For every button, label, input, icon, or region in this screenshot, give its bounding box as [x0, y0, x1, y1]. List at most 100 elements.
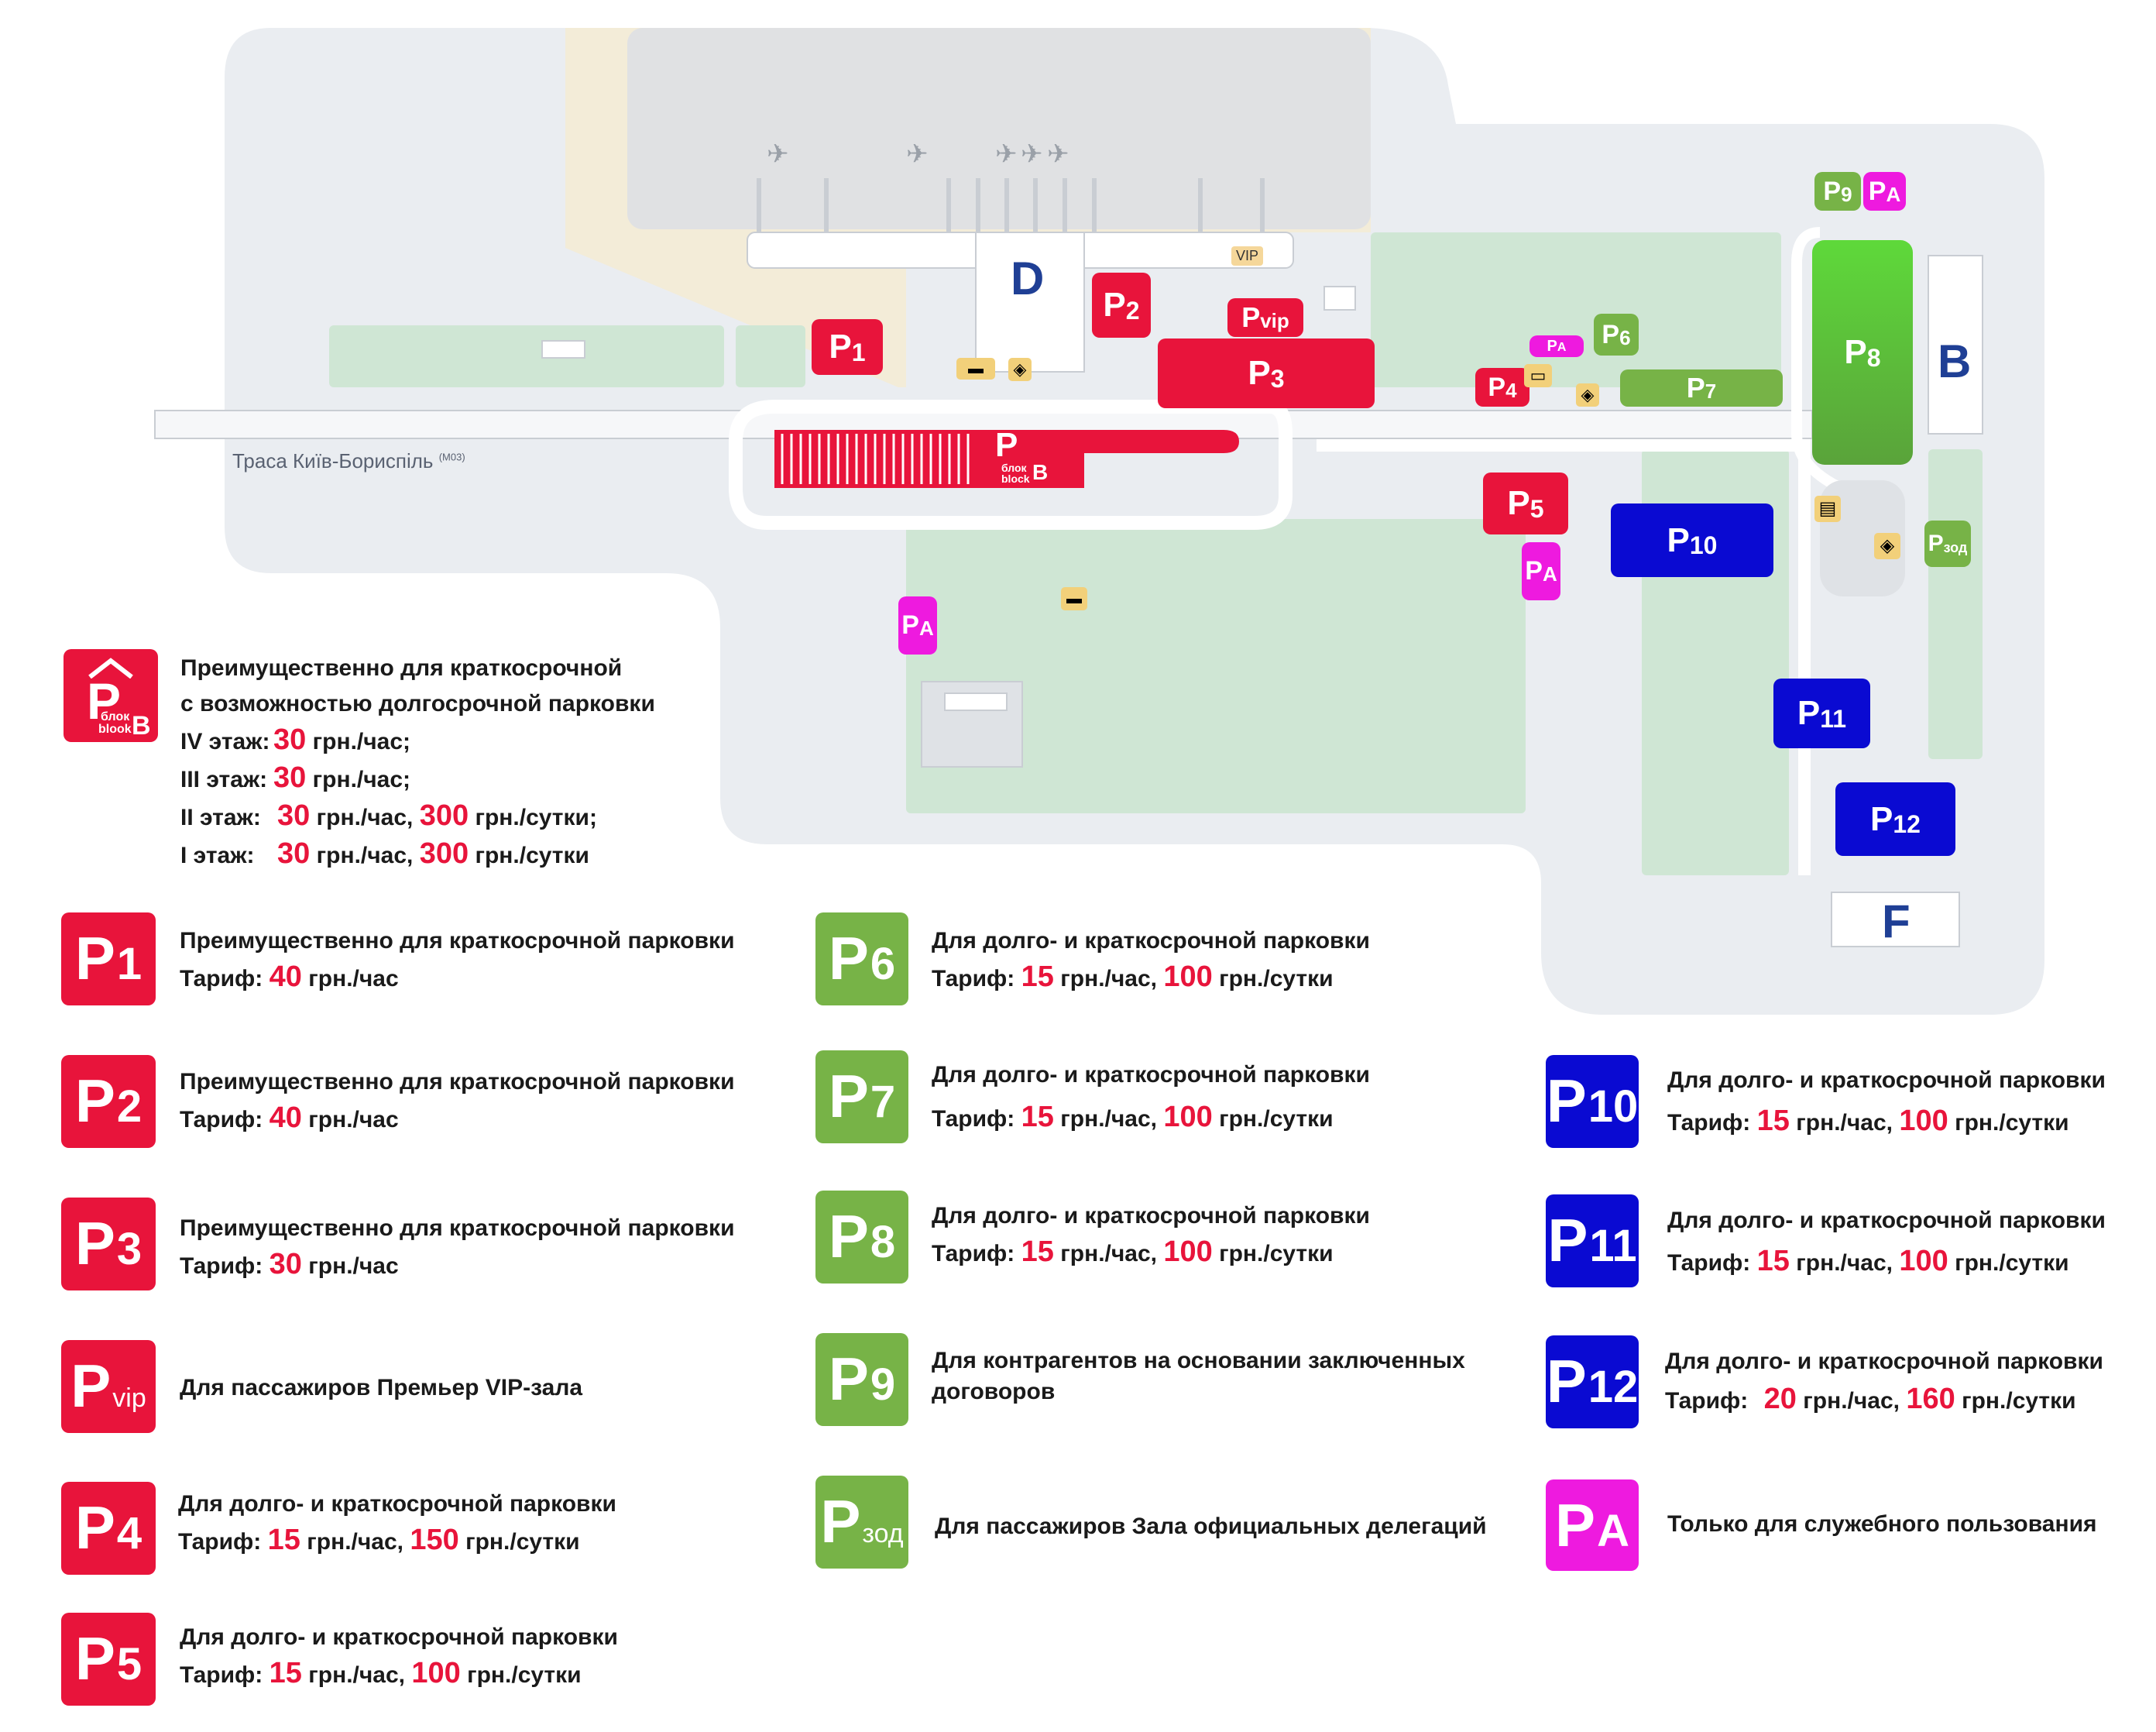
legend-p7-sub: 7	[870, 1077, 896, 1127]
map-pa-2-letter: P	[1525, 556, 1543, 586]
legend-p11-rate2: 100	[1899, 1245, 1948, 1277]
map-p1-sub: 1	[851, 338, 866, 366]
block-b-line1: Преимущественно для краткосрочной	[180, 655, 623, 681]
map-p2-sub: 2	[1125, 296, 1140, 325]
map-p11-sub: 11	[1820, 704, 1847, 733]
legend-p2-unit1: грн./час	[308, 1107, 399, 1132]
svg-text:✈: ✈	[1047, 139, 1069, 170]
floor-row-1: I этаж:30 грн./час, 300 грн./сутки	[180, 836, 655, 874]
floor-3-label: III этаж:	[180, 767, 268, 792]
map-pa-3-letter: P	[901, 610, 919, 640]
cashier-icon: ◈	[1008, 358, 1032, 381]
map-p8-sub: 8	[1866, 343, 1881, 372]
legend-pvip-text: Для пассажиров Премьер VIP-зала	[180, 1370, 582, 1406]
legend-p12-prefix: Тариф:	[1665, 1388, 1749, 1414]
legend-pa-line1: Только для служебного пользования	[1667, 1511, 2097, 1537]
legend-p12-letter: P	[1546, 1347, 1587, 1415]
garage-stripes	[781, 434, 970, 484]
legend-p1-rate1: 40	[269, 961, 302, 993]
legend-p5-prefix: Тариф:	[180, 1662, 263, 1688]
legend-p2-line1: Преимущественно для краткосрочной парков…	[180, 1069, 735, 1095]
legend-p5-sub: 5	[116, 1639, 142, 1689]
legend-p7-unit1: грн./час,	[1060, 1106, 1157, 1132]
legend-p12-line1: Для долго- и краткосрочной парковки	[1665, 1349, 2103, 1374]
legend-p11-text: Для долго- и краткосрочной парковки Тари…	[1667, 1203, 2106, 1281]
building-south-inner	[944, 692, 1008, 711]
legend-p11-prefix: Тариф:	[1667, 1250, 1751, 1276]
floor-2-unit2: грн./сутки;	[475, 805, 597, 830]
floor-2-rate1: 30	[277, 799, 311, 832]
legend-p8-tariff: Тариф: 15 грн./час, 100 грн./сутки	[932, 1234, 1370, 1272]
legend-p5-rate2: 100	[411, 1657, 461, 1689]
legend-p10-unit1: грн./час,	[1796, 1110, 1893, 1136]
map-p7-sub: 7	[1705, 379, 1717, 403]
legend-p1-line1: Преимущественно для краткосрочной парков…	[180, 928, 735, 954]
shuttle-icon-2: ▬	[1061, 587, 1087, 610]
legend-p10-rate1: 15	[1756, 1105, 1790, 1137]
legend-pzod-text: Для пассажиров Зала официальных делегаци…	[935, 1509, 1487, 1545]
floor-1-label: I этаж:	[180, 843, 255, 868]
legend-p2-rate1: 40	[269, 1101, 302, 1134]
map-p10-sub: 10	[1689, 531, 1718, 559]
legend-p2-prefix: Тариф:	[180, 1107, 263, 1132]
legend-block-b-text: Преимущественно для краткосрочной с возм…	[180, 651, 655, 874]
legend-p1-text: Преимущественно для краткосрочной парков…	[180, 923, 735, 997]
map-p9-letter: P	[1823, 176, 1842, 206]
legend-p4-tariff: Тариф: 15 грн./час, 150 грн./сутки	[178, 1522, 616, 1560]
legend-pa-sub: A	[1597, 1506, 1629, 1556]
legend-p9-letter: P	[828, 1345, 869, 1413]
airport-map: ✈✈ ✈✈✈ D B F VIP Траса Київ-Бориспіль (M…	[154, 28, 2044, 1015]
cashier-icon-2: ◈	[1576, 383, 1599, 407]
legend-p4-unit1: грн./час,	[307, 1529, 403, 1555]
floor-1-unit2: грн./сутки	[475, 843, 589, 868]
legend-p8-rate2: 100	[1163, 1235, 1213, 1268]
map-background: ✈✈ ✈✈✈	[154, 28, 2044, 1015]
legend-p6-prefix: Тариф:	[932, 966, 1015, 991]
legend-p6-rate2: 100	[1163, 961, 1213, 993]
map-p11-letter: P	[1797, 694, 1821, 732]
legend-pzod-sub: зод	[862, 1519, 904, 1548]
legend-p12-rate1: 20	[1763, 1383, 1797, 1415]
legend-p1-unit1: грн./час	[308, 966, 399, 991]
legend-p5-letter: P	[74, 1624, 115, 1692]
terminal-f-label: F	[1882, 895, 1911, 947]
legend-p6-tariff: Тариф: 15 грн./час, 100 грн./сутки	[932, 959, 1370, 997]
legend-pzod-line1: Для пассажиров Зала официальных делегаци…	[935, 1514, 1487, 1539]
legend-p3-rate1: 30	[269, 1248, 302, 1280]
legend-p11-letter: P	[1547, 1206, 1588, 1274]
legend-p7-unit2: грн./сутки	[1219, 1106, 1334, 1132]
road-label: Траса Київ-Бориспіль (M03)	[232, 449, 465, 473]
map-pvip-letter: P	[1241, 301, 1261, 333]
legend-pvip-letter: P	[70, 1352, 112, 1420]
map-p4-sub: 4	[1505, 378, 1517, 402]
legend-p6-text: Для долго- и краткосрочной парковки Тари…	[932, 923, 1370, 997]
legend-p4-prefix: Тариф:	[178, 1529, 262, 1555]
legend-p2-text: Преимущественно для краткосрочной парков…	[180, 1064, 735, 1138]
legend-p8-unit1: грн./час,	[1060, 1241, 1157, 1266]
map-p7-letter: P	[1686, 372, 1705, 404]
legend-p10-tariff: Тариф: 15 грн./час, 100 грн./сутки	[1667, 1103, 2106, 1141]
